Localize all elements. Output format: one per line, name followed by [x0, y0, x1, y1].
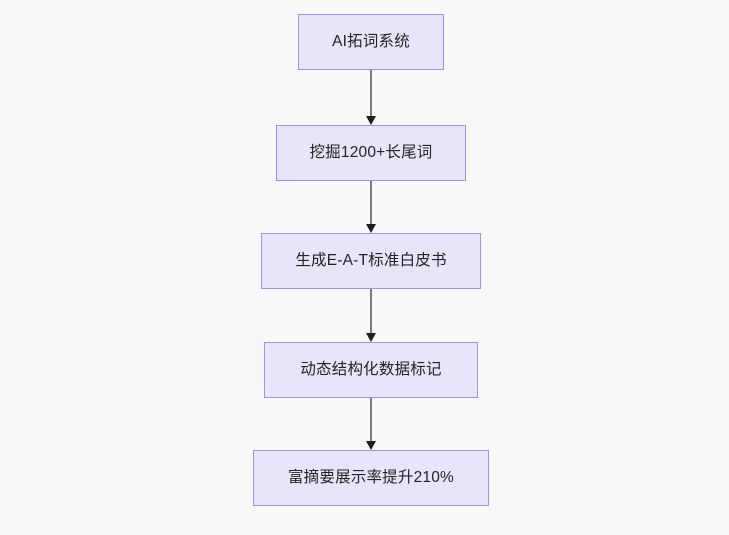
flow-node-label: AI拓词系统	[332, 32, 410, 50]
flow-node-label: 生成E-A-T标准白皮书	[295, 251, 447, 269]
flow-node-ai-keyword-system[interactable]: AI拓词系统	[298, 14, 444, 70]
flow-edge-n2-n3	[370, 181, 372, 224]
flow-node-rich-snippet-rate-increase[interactable]: 富摘要展示率提升210%	[253, 450, 489, 506]
arrow-down-icon	[365, 441, 376, 450]
flow-edge-n1-n2	[370, 70, 372, 116]
arrow-down-icon	[365, 116, 376, 125]
flow-node-label: 富摘要展示率提升210%	[287, 468, 455, 486]
flow-node-label: 挖掘1200+长尾词	[309, 143, 433, 161]
arrow-down-icon	[365, 333, 376, 342]
flow-node-mine-longtail-keywords[interactable]: 挖掘1200+长尾词	[276, 125, 466, 181]
flow-node-dynamic-structured-data-markup[interactable]: 动态结构化数据标记	[264, 342, 478, 398]
flow-edge-n4-n5	[370, 398, 372, 441]
flow-node-generate-eat-whitepaper[interactable]: 生成E-A-T标准白皮书	[261, 233, 481, 289]
flow-edge-n3-n4	[370, 289, 372, 333]
arrow-down-icon	[365, 224, 376, 233]
flow-node-label: 动态结构化数据标记	[300, 360, 442, 378]
